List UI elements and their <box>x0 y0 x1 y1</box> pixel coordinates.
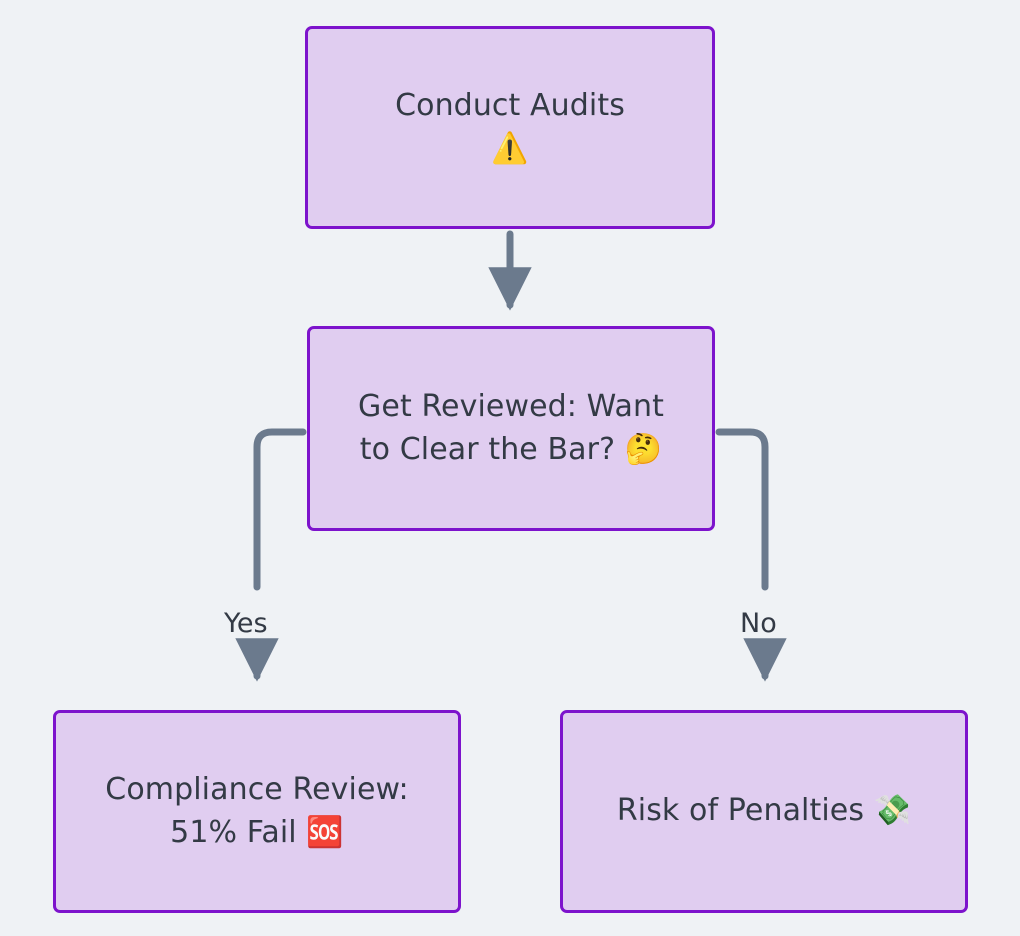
edge-label-no: No <box>740 608 777 639</box>
node-compliance-review[interactable]: Compliance Review: 51% Fail 🆘 <box>53 710 461 913</box>
node-get-reviewed-decision-label: Get Reviewed: Want to Clear the Bar? 🤔 <box>358 388 664 467</box>
node-conduct-audits[interactable]: Conduct Audits ⚠️ <box>305 26 715 229</box>
node-compliance-review-label: Compliance Review: 51% Fail 🆘 <box>105 771 409 850</box>
node-risk-of-penalties[interactable]: Risk of Penalties 💸 <box>560 710 968 913</box>
node-get-reviewed-decision[interactable]: Get Reviewed: Want to Clear the Bar? 🤔 <box>307 326 715 531</box>
edge-decision-to-yes <box>253 428 307 591</box>
edge-decision-to-no <box>715 428 769 591</box>
edge-label-yes: Yes <box>224 608 268 639</box>
node-risk-of-penalties-label: Risk of Penalties 💸 <box>616 793 912 829</box>
node-conduct-audits-label: Conduct Audits ⚠️ <box>395 87 625 166</box>
